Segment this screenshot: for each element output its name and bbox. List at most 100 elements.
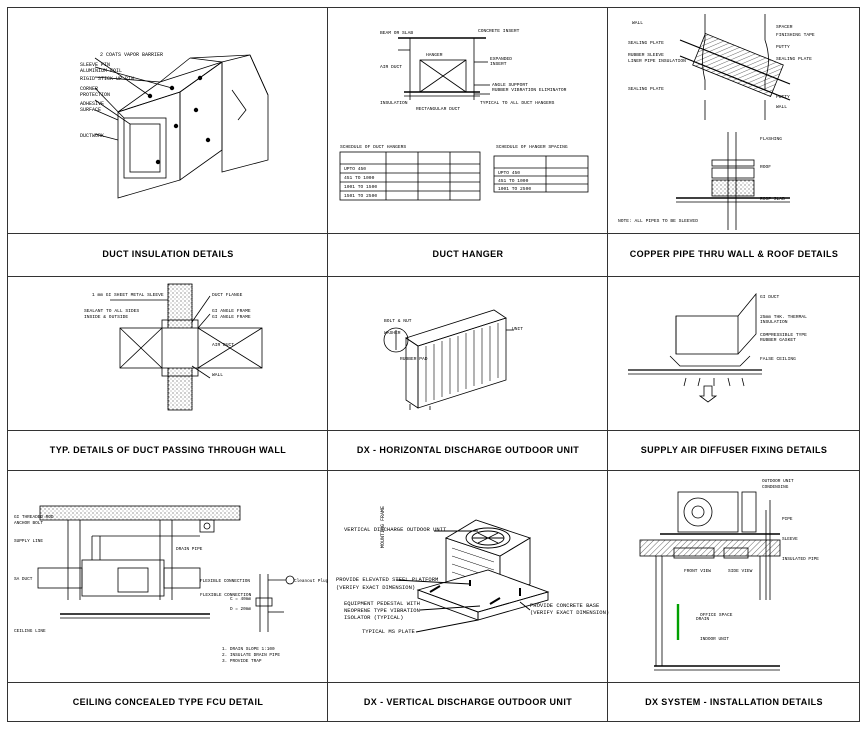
duct-hanger-annotations: BEAM OR SLAB CONCRETE INSERT HANGER AIR … bbox=[340, 28, 568, 199]
svg-text:LINER PIPE INSULATION: LINER PIPE INSULATION bbox=[628, 58, 686, 64]
copper-pipe-annotations: WALL SEALING PLATE RUBBER SLEEVE LINER P… bbox=[618, 20, 815, 224]
duct-thru-wall-annotations: 1 mm GI SHEET METAL SLEEVE SEALANT TO AL… bbox=[84, 292, 251, 378]
svg-text:DUCTWORK: DUCTWORK bbox=[80, 133, 104, 139]
svg-text:ADHESIVE: ADHESIVE bbox=[80, 101, 104, 107]
svg-text:INSULATION: INSULATION bbox=[760, 319, 788, 325]
svg-text:FALSE CEILING: FALSE CEILING bbox=[760, 356, 796, 362]
svg-text:DRAIN PIPE: DRAIN PIPE bbox=[176, 547, 203, 552]
svg-text:INSULATION: INSULATION bbox=[380, 100, 408, 106]
svg-text:MOUNTING FRAME: MOUNTING FRAME bbox=[380, 506, 386, 548]
svg-text:SEALING PLATE: SEALING PLATE bbox=[628, 86, 664, 92]
svg-text:SPACER: SPACER bbox=[776, 24, 793, 30]
svg-text:ANCHOR BOLT: ANCHOR BOLT bbox=[14, 521, 43, 526]
svg-text:1001 TO 1500: 1001 TO 1500 bbox=[344, 184, 377, 190]
duct-insulation-drawing bbox=[94, 54, 269, 199]
dx-system-annotations: OUTDOOR UNIT CONDENSING PIPE SLEEVE INSU… bbox=[696, 479, 819, 642]
panel-title-horizontal-outdoor-unit: DX - HORIZONTAL DISCHARGE OUTDOOR UNIT bbox=[356, 445, 580, 455]
panel-title-vertical-outdoor-unit: DX - VERTICAL DISCHARGE OUTDOOR UNIT bbox=[363, 697, 573, 707]
svg-text:NOTE: ALL PIPES TO BE SLEEVED: NOTE: ALL PIPES TO BE SLEEVED bbox=[618, 218, 698, 224]
svg-text:451 TO 1000: 451 TO 1000 bbox=[344, 175, 375, 181]
dx-system-drawing bbox=[639, 491, 781, 671]
svg-text:SEALING PLATE: SEALING PLATE bbox=[776, 56, 812, 62]
svg-text:RUBBER GASKET: RUBBER GASKET bbox=[760, 337, 796, 343]
svg-text:BEAM OR SLAB: BEAM OR SLAB bbox=[380, 30, 413, 36]
svg-text:WALL: WALL bbox=[776, 104, 787, 110]
svg-text:451 TO 1000: 451 TO 1000 bbox=[498, 178, 529, 184]
label-pedestal-1: EQUIPMENT PEDESTAL WITH bbox=[344, 600, 420, 607]
horizontal-unit-annotations: BOLT & NUT WASHER RUBBER PAD UNIT bbox=[384, 318, 523, 362]
svg-text:FINISHING TAPE: FINISHING TAPE bbox=[776, 32, 815, 38]
svg-text:FLEXIBLE CONNECTION: FLEXIBLE CONNECTION bbox=[200, 579, 250, 584]
horizontal-outdoor-unit-drawing bbox=[383, 309, 514, 410]
label-fcu-flexible: FLEXIBLE CONNECTION bbox=[200, 593, 252, 598]
svg-text:ROOF: ROOF bbox=[760, 164, 771, 170]
svg-text:UPTO 450: UPTO 450 bbox=[344, 166, 366, 172]
svg-text:INSERT: INSERT bbox=[490, 61, 507, 67]
svg-text:GI ANGLE FRAME: GI ANGLE FRAME bbox=[212, 314, 251, 320]
svg-text:SURFACE: SURFACE bbox=[80, 107, 101, 113]
svg-text:ROOF SLAB: ROOF SLAB bbox=[760, 196, 785, 202]
label-concrete-base: PROVIDE CONCRETE BASE bbox=[530, 602, 600, 609]
label-dx-front-view: FRONT VIEW bbox=[684, 569, 712, 574]
svg-text:C = 40mm: C = 40mm bbox=[230, 597, 251, 602]
label-ms-plate: TYPICAL MS PLATE bbox=[362, 628, 415, 635]
svg-text:GI THREADED ROD: GI THREADED ROD bbox=[14, 515, 54, 520]
svg-text:DRAIN: DRAIN bbox=[696, 617, 710, 622]
svg-text:1. DRAIN SLOPE 1:100: 1. DRAIN SLOPE 1:100 bbox=[222, 647, 275, 652]
svg-text:BOLT & NUT: BOLT & NUT bbox=[384, 318, 412, 324]
svg-text:RUBBER SLEEVE: RUBBER SLEEVE bbox=[628, 52, 664, 58]
svg-text:3. PROVIDE TRAP: 3. PROVIDE TRAP bbox=[222, 659, 262, 664]
svg-text:GI ANGLE FRAME: GI ANGLE FRAME bbox=[212, 308, 251, 314]
label-concrete-base-note: (VERIFY EXACT DIMENSION) bbox=[530, 609, 610, 616]
svg-text:UNIT: UNIT bbox=[512, 326, 523, 332]
svg-text:SCHEDULE OF HANGER SPACING: SCHEDULE OF HANGER SPACING bbox=[496, 144, 568, 150]
svg-text:ANGLE SUPPORT: ANGLE SUPPORT bbox=[492, 82, 528, 88]
svg-text:SCHEDULE OF DUCT HANGERS: SCHEDULE OF DUCT HANGERS bbox=[340, 144, 406, 150]
diffuser-drawing bbox=[628, 292, 762, 403]
svg-text:PIPE: PIPE bbox=[782, 517, 793, 522]
svg-text:RUBBER VIBRATION ELIMINATOR: RUBBER VIBRATION ELIMINATOR bbox=[492, 87, 567, 93]
svg-text:TYPICAL TO ALL DUCT HANGERS: TYPICAL TO ALL DUCT HANGERS bbox=[480, 100, 555, 106]
panel-title-fcu: CEILING CONCEALED TYPE FCU DETAIL bbox=[72, 697, 264, 707]
svg-text:INDOOR UNIT: INDOOR UNIT bbox=[700, 637, 729, 642]
svg-text:Cleanout Plug: Cleanout Plug bbox=[294, 579, 329, 584]
svg-text:2. INSULATE DRAIN PIPE: 2. INSULATE DRAIN PIPE bbox=[222, 653, 280, 658]
panel-title-copper-pipe: COPPER PIPE THRU WALL & ROOF DETAILS bbox=[629, 249, 839, 259]
svg-text:SA DUCT: SA DUCT bbox=[14, 577, 33, 582]
label-steel-platform: PROVIDE ELEVATED STEEL PLATFORM bbox=[336, 576, 439, 583]
svg-text:RUBBER PAD: RUBBER PAD bbox=[400, 356, 428, 362]
svg-text:SLEEVE PIN: SLEEVE PIN bbox=[80, 62, 110, 68]
label-steel-platform-note: (VERIFY EXACT DIMENSION) bbox=[336, 584, 416, 591]
svg-text:CONCRETE INSERT: CONCRETE INSERT bbox=[478, 28, 520, 34]
svg-text:WALL: WALL bbox=[212, 372, 223, 378]
svg-text:SEALANT TO ALL SIDES: SEALANT TO ALL SIDES bbox=[84, 308, 139, 314]
svg-text:EXPANDED: EXPANDED bbox=[490, 56, 512, 62]
svg-text:CORNER: CORNER bbox=[80, 86, 98, 92]
svg-text:SLEEVE: SLEEVE bbox=[782, 537, 798, 542]
svg-text:WALL: WALL bbox=[632, 20, 643, 26]
svg-text:SUPPLY LINE: SUPPLY LINE bbox=[14, 539, 43, 544]
svg-text:PROTECTION: PROTECTION bbox=[80, 92, 110, 98]
svg-text:1001 TO 2500: 1001 TO 2500 bbox=[498, 186, 531, 192]
svg-text:HANGER: HANGER bbox=[426, 52, 443, 58]
svg-text:WASHER: WASHER bbox=[384, 330, 401, 336]
vertical-outdoor-unit-drawing bbox=[395, 519, 550, 633]
svg-text:CEILING LINE: CEILING LINE bbox=[14, 629, 46, 634]
svg-text:CONDENSING: CONDENSING bbox=[762, 485, 789, 490]
vertical-unit-side-text: MOUNTING FRAME bbox=[380, 506, 386, 548]
svg-text:UPTO 450: UPTO 450 bbox=[498, 170, 520, 176]
svg-text:1501 TO 2500: 1501 TO 2500 bbox=[344, 193, 377, 199]
fcu-drawing bbox=[37, 505, 295, 632]
label-vertical-unit: VERTICAL DISCHARGE OUTDOOR UNIT bbox=[344, 526, 447, 533]
svg-text:GI DUCT: GI DUCT bbox=[760, 294, 780, 300]
label-pedestal-3: ISOLATOR (TYPICAL) bbox=[344, 614, 404, 621]
svg-text:INSULATED PIPE: INSULATED PIPE bbox=[782, 557, 819, 562]
panel-title-duct-insulation: DUCT INSULATION DETAILS bbox=[102, 249, 234, 259]
svg-text:FLASHING: FLASHING bbox=[760, 136, 782, 142]
fcu-annotations: GI THREADED ROD ANCHOR BOLT SUPPLY LINE … bbox=[14, 515, 329, 664]
duct-thru-wall-drawing bbox=[110, 283, 263, 411]
svg-text:OUTDOOR UNIT: OUTDOOR UNIT bbox=[762, 479, 794, 484]
panel-title-duct-thru-wall: TYP. DETAILS OF DUCT PASSING THROUGH WAL… bbox=[49, 445, 287, 455]
sheet-grid bbox=[7, 7, 860, 722]
